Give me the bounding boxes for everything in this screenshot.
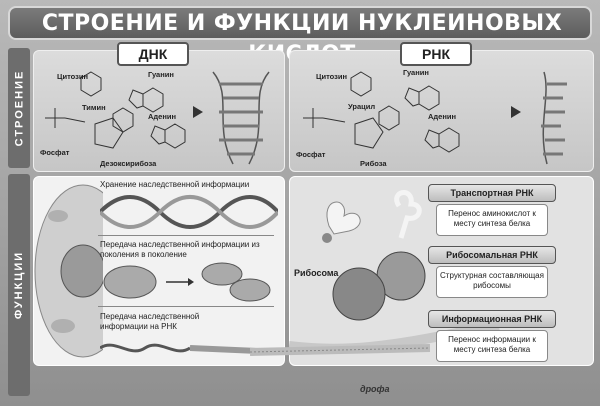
rna-ribose-label: Рибоза <box>360 159 387 168</box>
side-label-functions: ФУНКЦИИ <box>8 174 30 396</box>
dna-cytosine-label: Цитозин <box>57 72 89 81</box>
rna-guanine-label: Гуанин <box>403 68 429 77</box>
rna-uracil-label: Урацил <box>348 102 376 111</box>
messenger-rna-desc: Перенос информации к месту синтеза белка <box>436 330 548 362</box>
dna-molecules-diagram <box>45 71 270 165</box>
dna-function-2: Передача наследственной информации из по… <box>100 240 260 259</box>
poster-title: СТРОЕНИЕ И ФУНКЦИИ НУКЛЕИНОВЫХ КИСЛОТ <box>41 11 563 67</box>
rna-cytosine-label: Цитозин <box>316 72 348 81</box>
messenger-rna-header: Информационная РНК <box>428 310 556 328</box>
double-helix-image <box>100 195 278 229</box>
dna-function-1: Хранение наследственной информации <box>100 180 250 189</box>
dna-adenine-label: Аденин <box>148 112 177 121</box>
cell-illustration <box>34 184 103 358</box>
dna-function-3: Передача наследственной информации на РН… <box>100 312 200 331</box>
rna-tab: РНК <box>400 42 472 66</box>
mrna-strand <box>250 344 430 356</box>
publisher-logo: дрофа <box>360 384 390 394</box>
divider <box>98 235 274 236</box>
rna-structure-panel <box>289 50 594 172</box>
divider <box>98 306 274 307</box>
transport-rna-desc: Перенос аминокислот к месту синтеза белк… <box>436 204 548 236</box>
ribosome-label: Рибосома <box>294 268 339 278</box>
dna-thymine-label: Тимин <box>82 103 106 112</box>
transport-rna-header: Транспортная РНК <box>428 184 556 202</box>
dna-tab: ДНК <box>117 42 189 66</box>
rna-adenine-label: Аденин <box>428 112 457 121</box>
rna-phosphate-label: Фосфат <box>296 150 326 159</box>
rna-molecules-diagram <box>303 71 567 165</box>
dna-deoxyribose-label: Дезоксирибоза <box>100 159 157 168</box>
cell-division-image <box>103 262 271 302</box>
dna-guanine-label: Гуанин <box>148 70 174 79</box>
side-label-structure: СТРОЕНИЕ <box>8 48 30 168</box>
ribosomal-rna-header: Рибосомальная РНК <box>428 246 556 264</box>
dna-phosphate-label: Фосфат <box>40 148 70 157</box>
ribosomal-rna-desc: Структурная составляющая рибосомы <box>436 266 548 298</box>
title-bar: СТРОЕНИЕ И ФУНКЦИИ НУКЛЕИНОВЫХ КИСЛОТ <box>8 6 592 67</box>
